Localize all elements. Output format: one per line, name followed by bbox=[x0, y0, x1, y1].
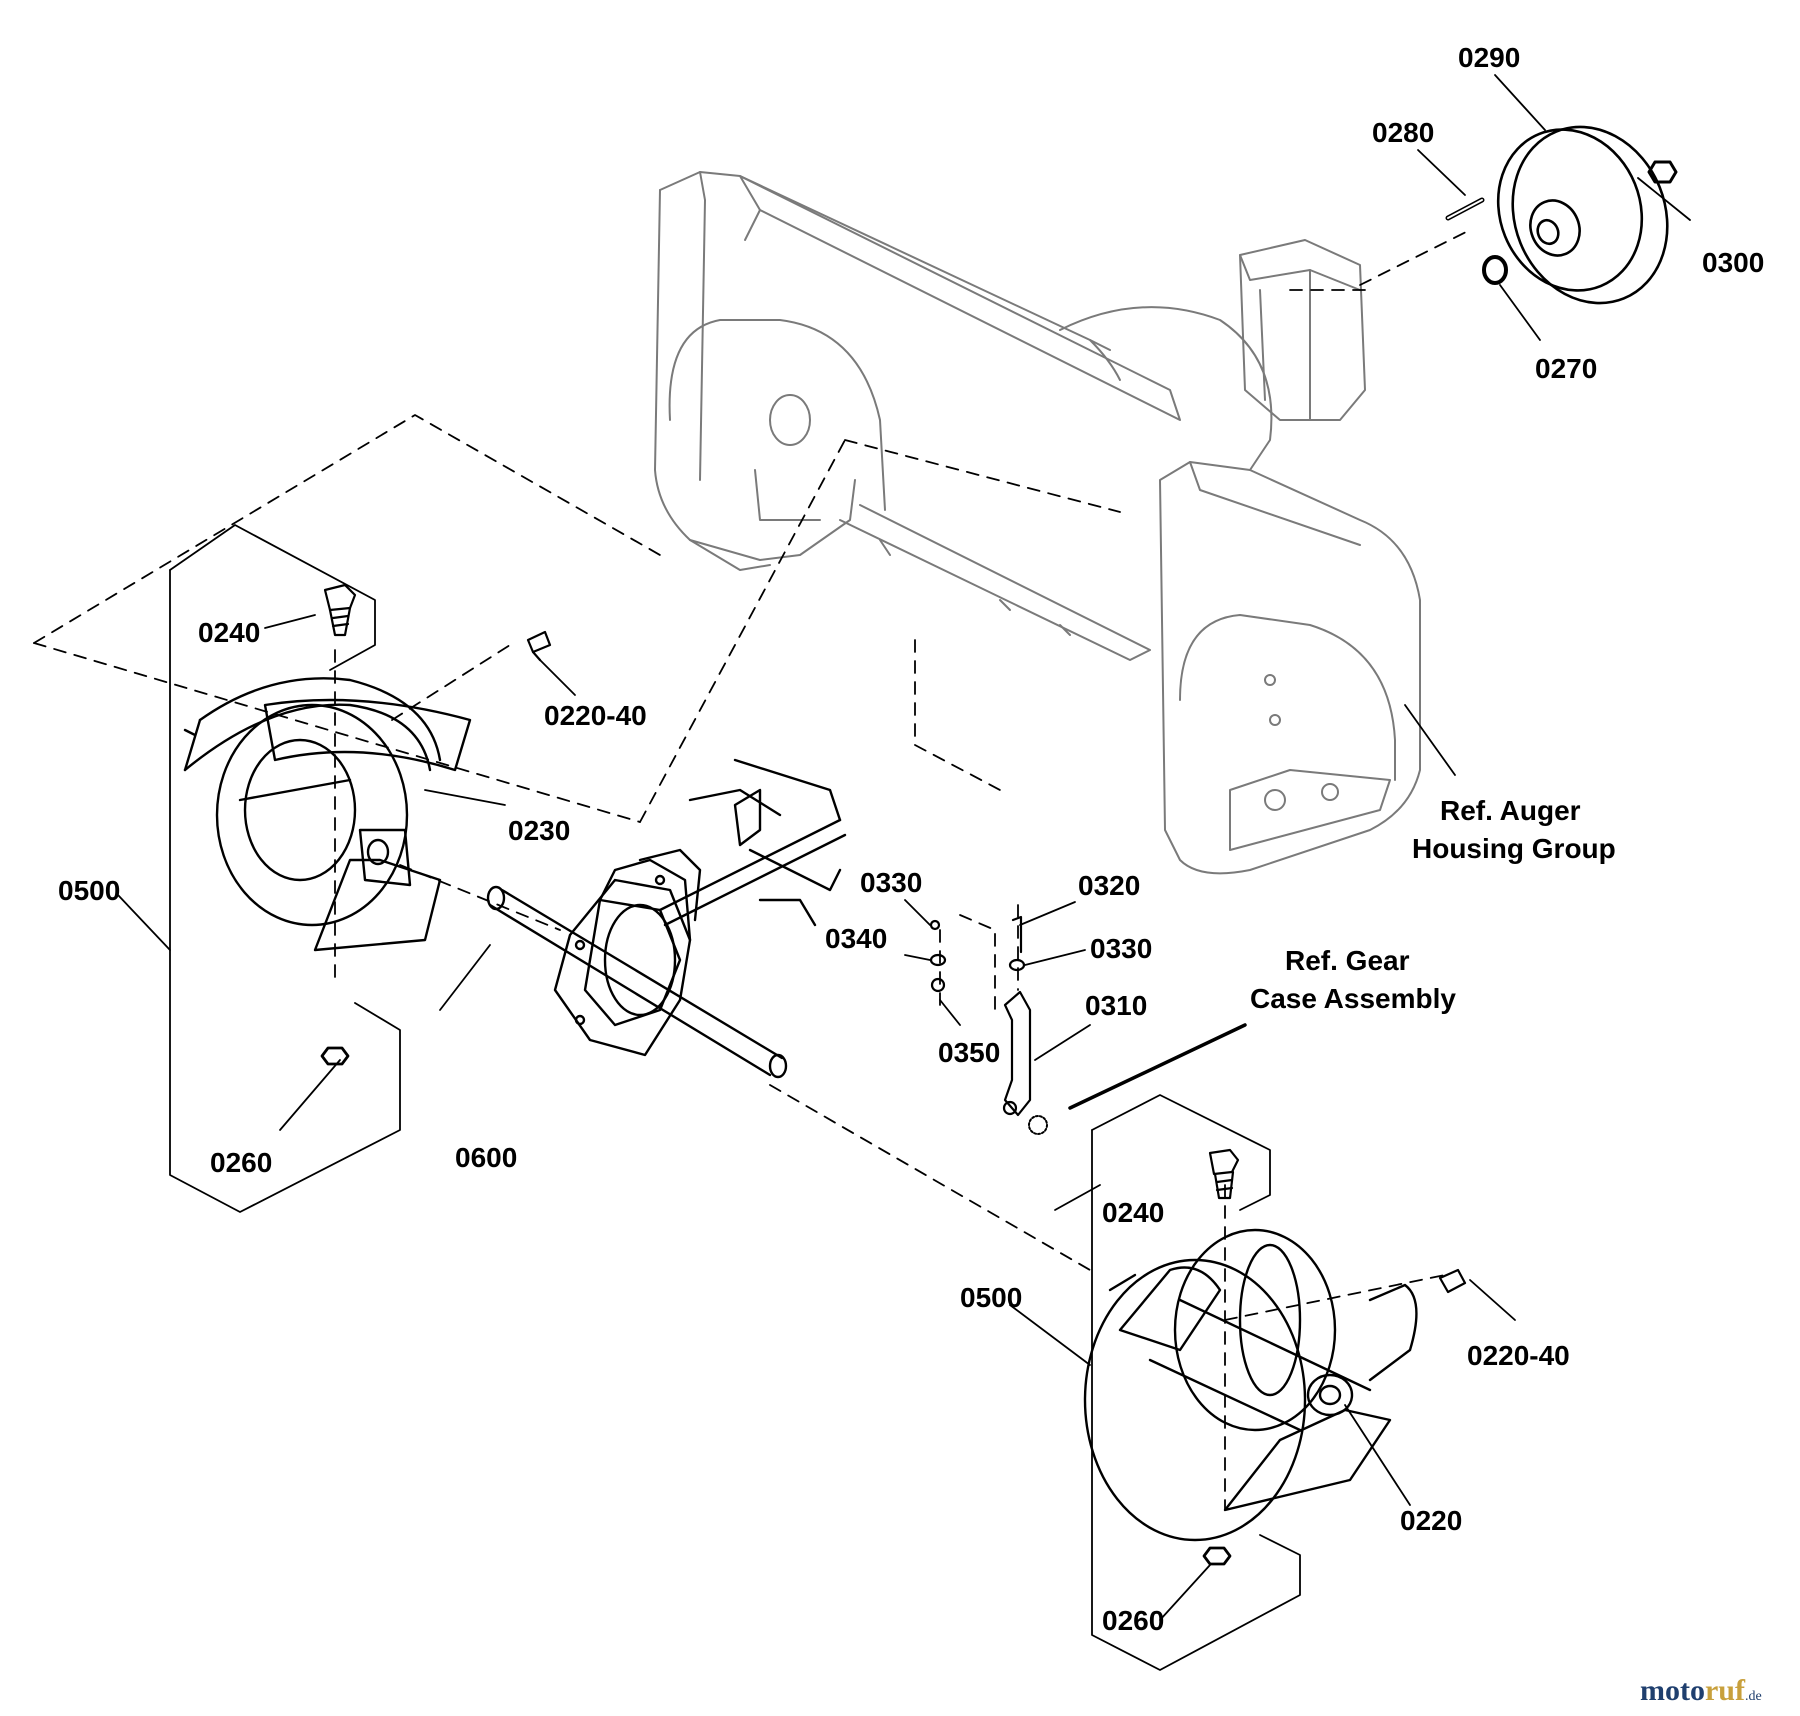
label-0290: 0290 bbox=[1458, 42, 1520, 73]
label-0340: 0340 bbox=[825, 923, 887, 954]
label-0310: 0310 bbox=[1085, 990, 1147, 1021]
pulley-drawing bbox=[1445, 125, 1678, 305]
ref-auger-line1: Ref. Auger bbox=[1440, 795, 1581, 826]
label-0230: 0230 bbox=[508, 815, 570, 846]
label-0220: 0220 bbox=[1400, 1505, 1462, 1536]
gear-case-drawing bbox=[486, 758, 847, 1079]
left-auger-drawing bbox=[183, 677, 472, 952]
label-0260-right: 0260 bbox=[1102, 1605, 1164, 1636]
assembly-lines bbox=[33, 229, 1471, 1511]
label-0270: 0270 bbox=[1535, 353, 1597, 384]
watermark-ruf: ruf bbox=[1705, 1674, 1746, 1707]
part-labels: 0290 0280 0300 0270 0240 0220-40 0230 05… bbox=[58, 42, 1764, 1636]
label-0220-40-left: 0220-40 bbox=[544, 700, 647, 731]
label-0500-left: 0500 bbox=[58, 875, 120, 906]
ref-gear-line1: Ref. Gear bbox=[1285, 945, 1410, 976]
ref-gear-line2: Case Assembly bbox=[1250, 983, 1456, 1014]
label-0280: 0280 bbox=[1372, 117, 1434, 148]
watermark-moto: moto bbox=[1640, 1674, 1705, 1707]
auger-housing-drawing bbox=[654, 171, 1421, 875]
ref-auger-line2: Housing Group bbox=[1412, 833, 1616, 864]
svg-text:motoruf.de: motoruf.de bbox=[1640, 1674, 1762, 1707]
label-0240-right: 0240 bbox=[1102, 1197, 1164, 1228]
label-0220-40-right: 0220-40 bbox=[1467, 1340, 1570, 1371]
label-0300: 0300 bbox=[1702, 247, 1764, 278]
right-auger-drawing bbox=[1083, 1228, 1418, 1542]
watermark-tld: .de bbox=[1745, 1689, 1762, 1704]
leader-lines bbox=[117, 74, 1691, 1621]
label-0500-right: 0500 bbox=[960, 1282, 1022, 1313]
label-0240-left: 0240 bbox=[198, 617, 260, 648]
label-0600: 0600 bbox=[455, 1142, 517, 1173]
hardware-drawing bbox=[320, 583, 1467, 1566]
group-brackets bbox=[169, 524, 1301, 1671]
label-0350: 0350 bbox=[938, 1037, 1000, 1068]
label-0330-top: 0330 bbox=[860, 867, 922, 898]
label-0320: 0320 bbox=[1078, 870, 1140, 901]
label-0330-right: 0330 bbox=[1090, 933, 1152, 964]
watermark-logo: motoruf.de bbox=[1640, 1674, 1762, 1707]
reference-labels: Ref. Auger Housing Group Ref. Gear Case … bbox=[1250, 795, 1616, 1014]
label-0260-left: 0260 bbox=[210, 1147, 272, 1178]
